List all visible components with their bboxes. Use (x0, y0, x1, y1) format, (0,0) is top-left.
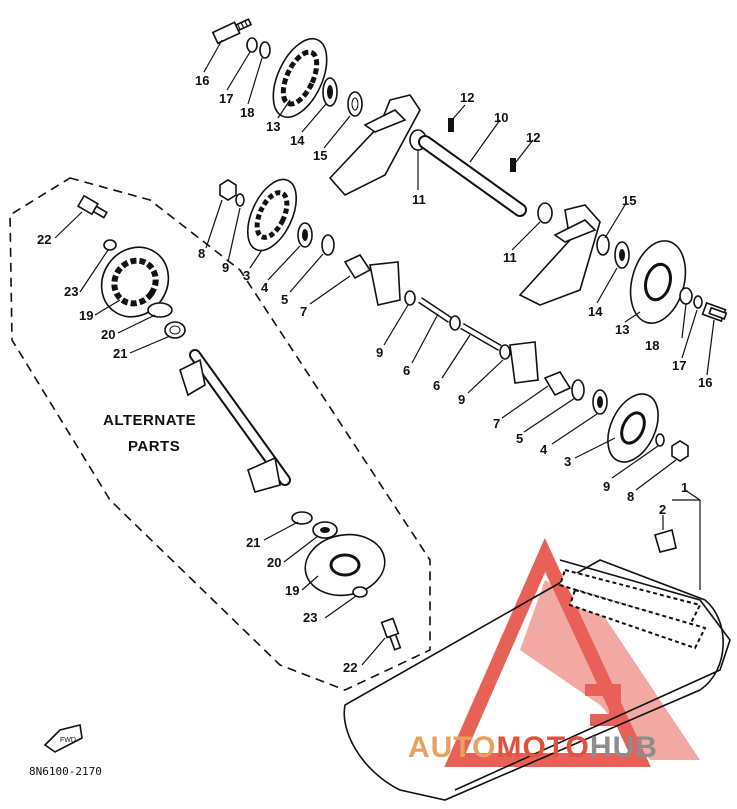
callout-23: 23 (303, 610, 317, 625)
callout-5: 5 (516, 431, 523, 446)
callout-6: 6 (403, 363, 410, 378)
callout-19: 19 (285, 583, 299, 598)
callout-18: 18 (645, 338, 659, 353)
callout-17: 17 (219, 91, 233, 106)
brand-auto: AUTO (408, 731, 496, 764)
callout-9: 9 (603, 479, 610, 494)
callout-23: 23 (64, 284, 78, 299)
callout-11: 11 (503, 250, 517, 265)
callout-7: 7 (300, 304, 307, 319)
callout-8: 8 (627, 489, 634, 504)
middle-right-wheel-assembly (596, 234, 728, 324)
callout-9: 9 (222, 260, 229, 275)
callout-1: 1 (681, 480, 688, 495)
front-direction-icon: FWD (43, 724, 83, 753)
callout-5: 5 (281, 292, 288, 307)
svg-text:FWD: FWD (60, 737, 76, 744)
leader-lines (54, 39, 715, 666)
brand-moto: MOTO (496, 731, 589, 764)
svg-text:AUTOMOTOHUB: AUTOMOTOHUB (408, 731, 658, 764)
callout-labels: 16 17 18 13 14 15 12 10 12 11 11 15 8 9 … (29, 73, 712, 778)
drawing-code: 8N6100-2170 (29, 765, 102, 778)
track-assembly (343, 528, 731, 801)
upper-shaft-assembly (328, 94, 601, 306)
callout-3: 3 (564, 454, 571, 469)
callout-8: 8 (198, 246, 205, 261)
callout-15: 15 (313, 148, 327, 163)
watermark-logo (444, 537, 700, 767)
brand-hub: HUB (590, 731, 658, 764)
callout-19: 19 (79, 308, 93, 323)
callout-20: 20 (267, 555, 281, 570)
callout-4: 4 (540, 442, 548, 457)
callout-13: 13 (615, 322, 629, 337)
center-shafts (404, 290, 511, 360)
alternate-lower-group (291, 511, 402, 651)
callout-21: 21 (113, 346, 127, 361)
callout-13: 13 (266, 119, 280, 134)
callout-18: 18 (240, 105, 254, 120)
callout-6: 6 (433, 378, 440, 393)
callout-3: 3 (243, 268, 250, 283)
callout-14: 14 (290, 133, 305, 148)
callout-9: 9 (376, 345, 383, 360)
alternate-parts-boundary (9, 177, 431, 691)
callout-9: 9 (458, 392, 465, 407)
callout-2: 2 (659, 502, 666, 517)
callout-17: 17 (672, 358, 686, 373)
callout-10: 10 (494, 110, 508, 125)
callout-15: 15 (622, 193, 636, 208)
alternate-shaft (179, 349, 291, 493)
lower-right-wheel-assembly (509, 341, 689, 463)
callout-11: 11 (412, 192, 426, 207)
callout-21: 21 (246, 535, 260, 550)
alternate-upper-group (76, 194, 186, 339)
callout-22: 22 (37, 232, 51, 247)
callout-16: 16 (195, 73, 209, 88)
callout-4: 4 (261, 280, 269, 295)
callout-12: 12 (460, 90, 474, 105)
callout-7: 7 (493, 416, 500, 431)
callout-16: 16 (698, 375, 712, 390)
middle-left-wheel-assembly (219, 178, 401, 306)
callout-14: 14 (588, 304, 603, 319)
callout-22: 22 (343, 660, 357, 675)
alternate-parts-label-line1: ALTERNATE (103, 412, 196, 429)
watermark-brand: AUTOMOTOHUB (408, 731, 658, 764)
upper-left-wheel-assembly (211, 18, 363, 118)
callout-12: 12 (526, 130, 540, 145)
alternate-parts-label-line2: PARTS (128, 438, 180, 455)
callout-20: 20 (101, 327, 115, 342)
